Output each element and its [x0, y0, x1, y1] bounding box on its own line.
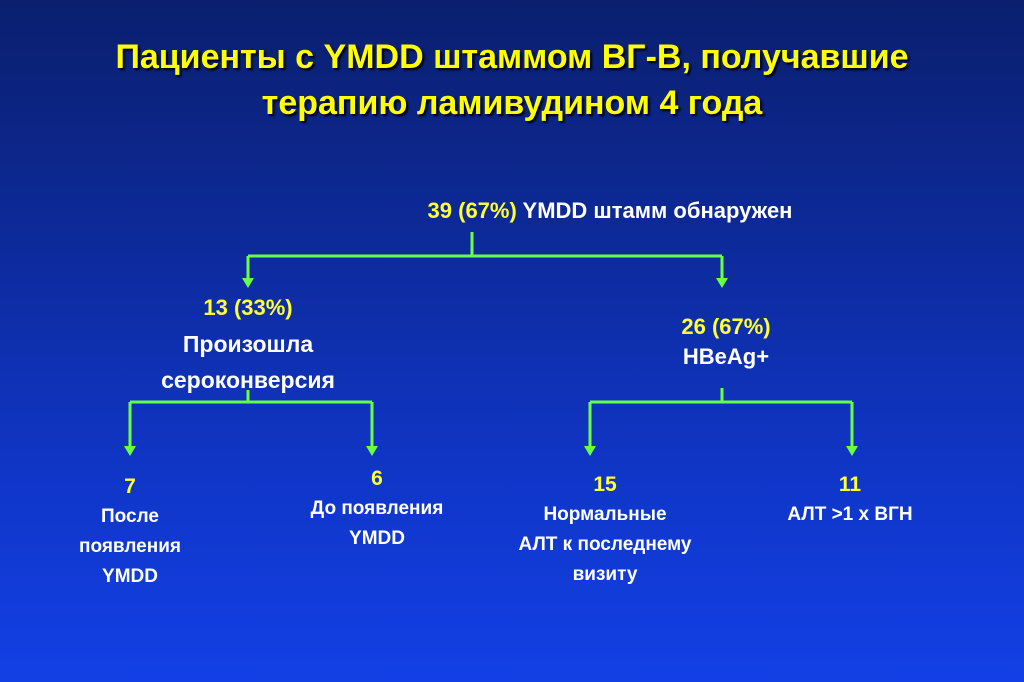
arrowhead-leaf-2	[366, 446, 378, 456]
leaf-3-line-2: АЛТ к последнему	[518, 534, 692, 555]
arrowhead-right	[716, 278, 728, 288]
leaf-1-line-1: После	[101, 506, 159, 527]
root-label: YMDD штамм обнаружен	[522, 198, 793, 223]
title-line-2: терапию ламивудином 4 года	[261, 84, 763, 122]
arrowhead-leaf-3	[584, 446, 596, 456]
title-line-1: Пациенты с YMDD штаммом ВГ-В, получавшие	[115, 38, 909, 76]
leaf-4-line-1: АЛТ >1 х ВГН	[787, 504, 913, 525]
slide-title: Пациенты с YMDD штаммом ВГ-В, получавшие…	[0, 34, 1024, 126]
leaf-1: 7 После появления YMDD	[40, 472, 220, 592]
root-count: 39 (67%)	[427, 198, 517, 223]
right-line-1: HBeAg+	[682, 344, 770, 369]
leaf-3-line-3: визиту	[572, 564, 638, 585]
left-node: 13 (33%) Произошла сероконверсия	[98, 290, 398, 398]
left-line-2: сероконверсия	[161, 367, 335, 393]
leaf-1-count: 7	[124, 475, 136, 498]
leaf-2-line-1: До появления	[310, 498, 444, 519]
right-count: 26 (67%)	[681, 314, 771, 339]
leaf-4-count: 11	[838, 473, 862, 496]
arrowhead-left	[242, 278, 254, 288]
right-node: 26 (67%) HBeAg+	[576, 312, 876, 372]
leaf-2-count: 6	[371, 467, 383, 490]
leaf-3-line-1: Нормальные	[543, 504, 667, 525]
root-node: 39 (67%) YMDD штамм обнаружен	[310, 198, 910, 224]
leaf-2: 6 До появления YMDD	[262, 464, 492, 554]
leaf-1-line-2: появления	[79, 536, 181, 557]
arrowhead-leaf-1	[124, 446, 136, 456]
left-count: 13 (33%)	[203, 295, 293, 320]
leaf-1-line-3: YMDD	[102, 566, 158, 587]
leaf-3-count: 15	[593, 473, 617, 496]
arrowhead-leaf-4	[846, 446, 858, 456]
leaf-3: 15 Нормальные АЛТ к последнему визиту	[480, 470, 730, 590]
left-line-1: Произошла	[182, 331, 314, 357]
leaf-2-line-2: YMDD	[349, 528, 405, 549]
leaf-4: 11 АЛТ >1 х ВГН	[740, 470, 960, 530]
